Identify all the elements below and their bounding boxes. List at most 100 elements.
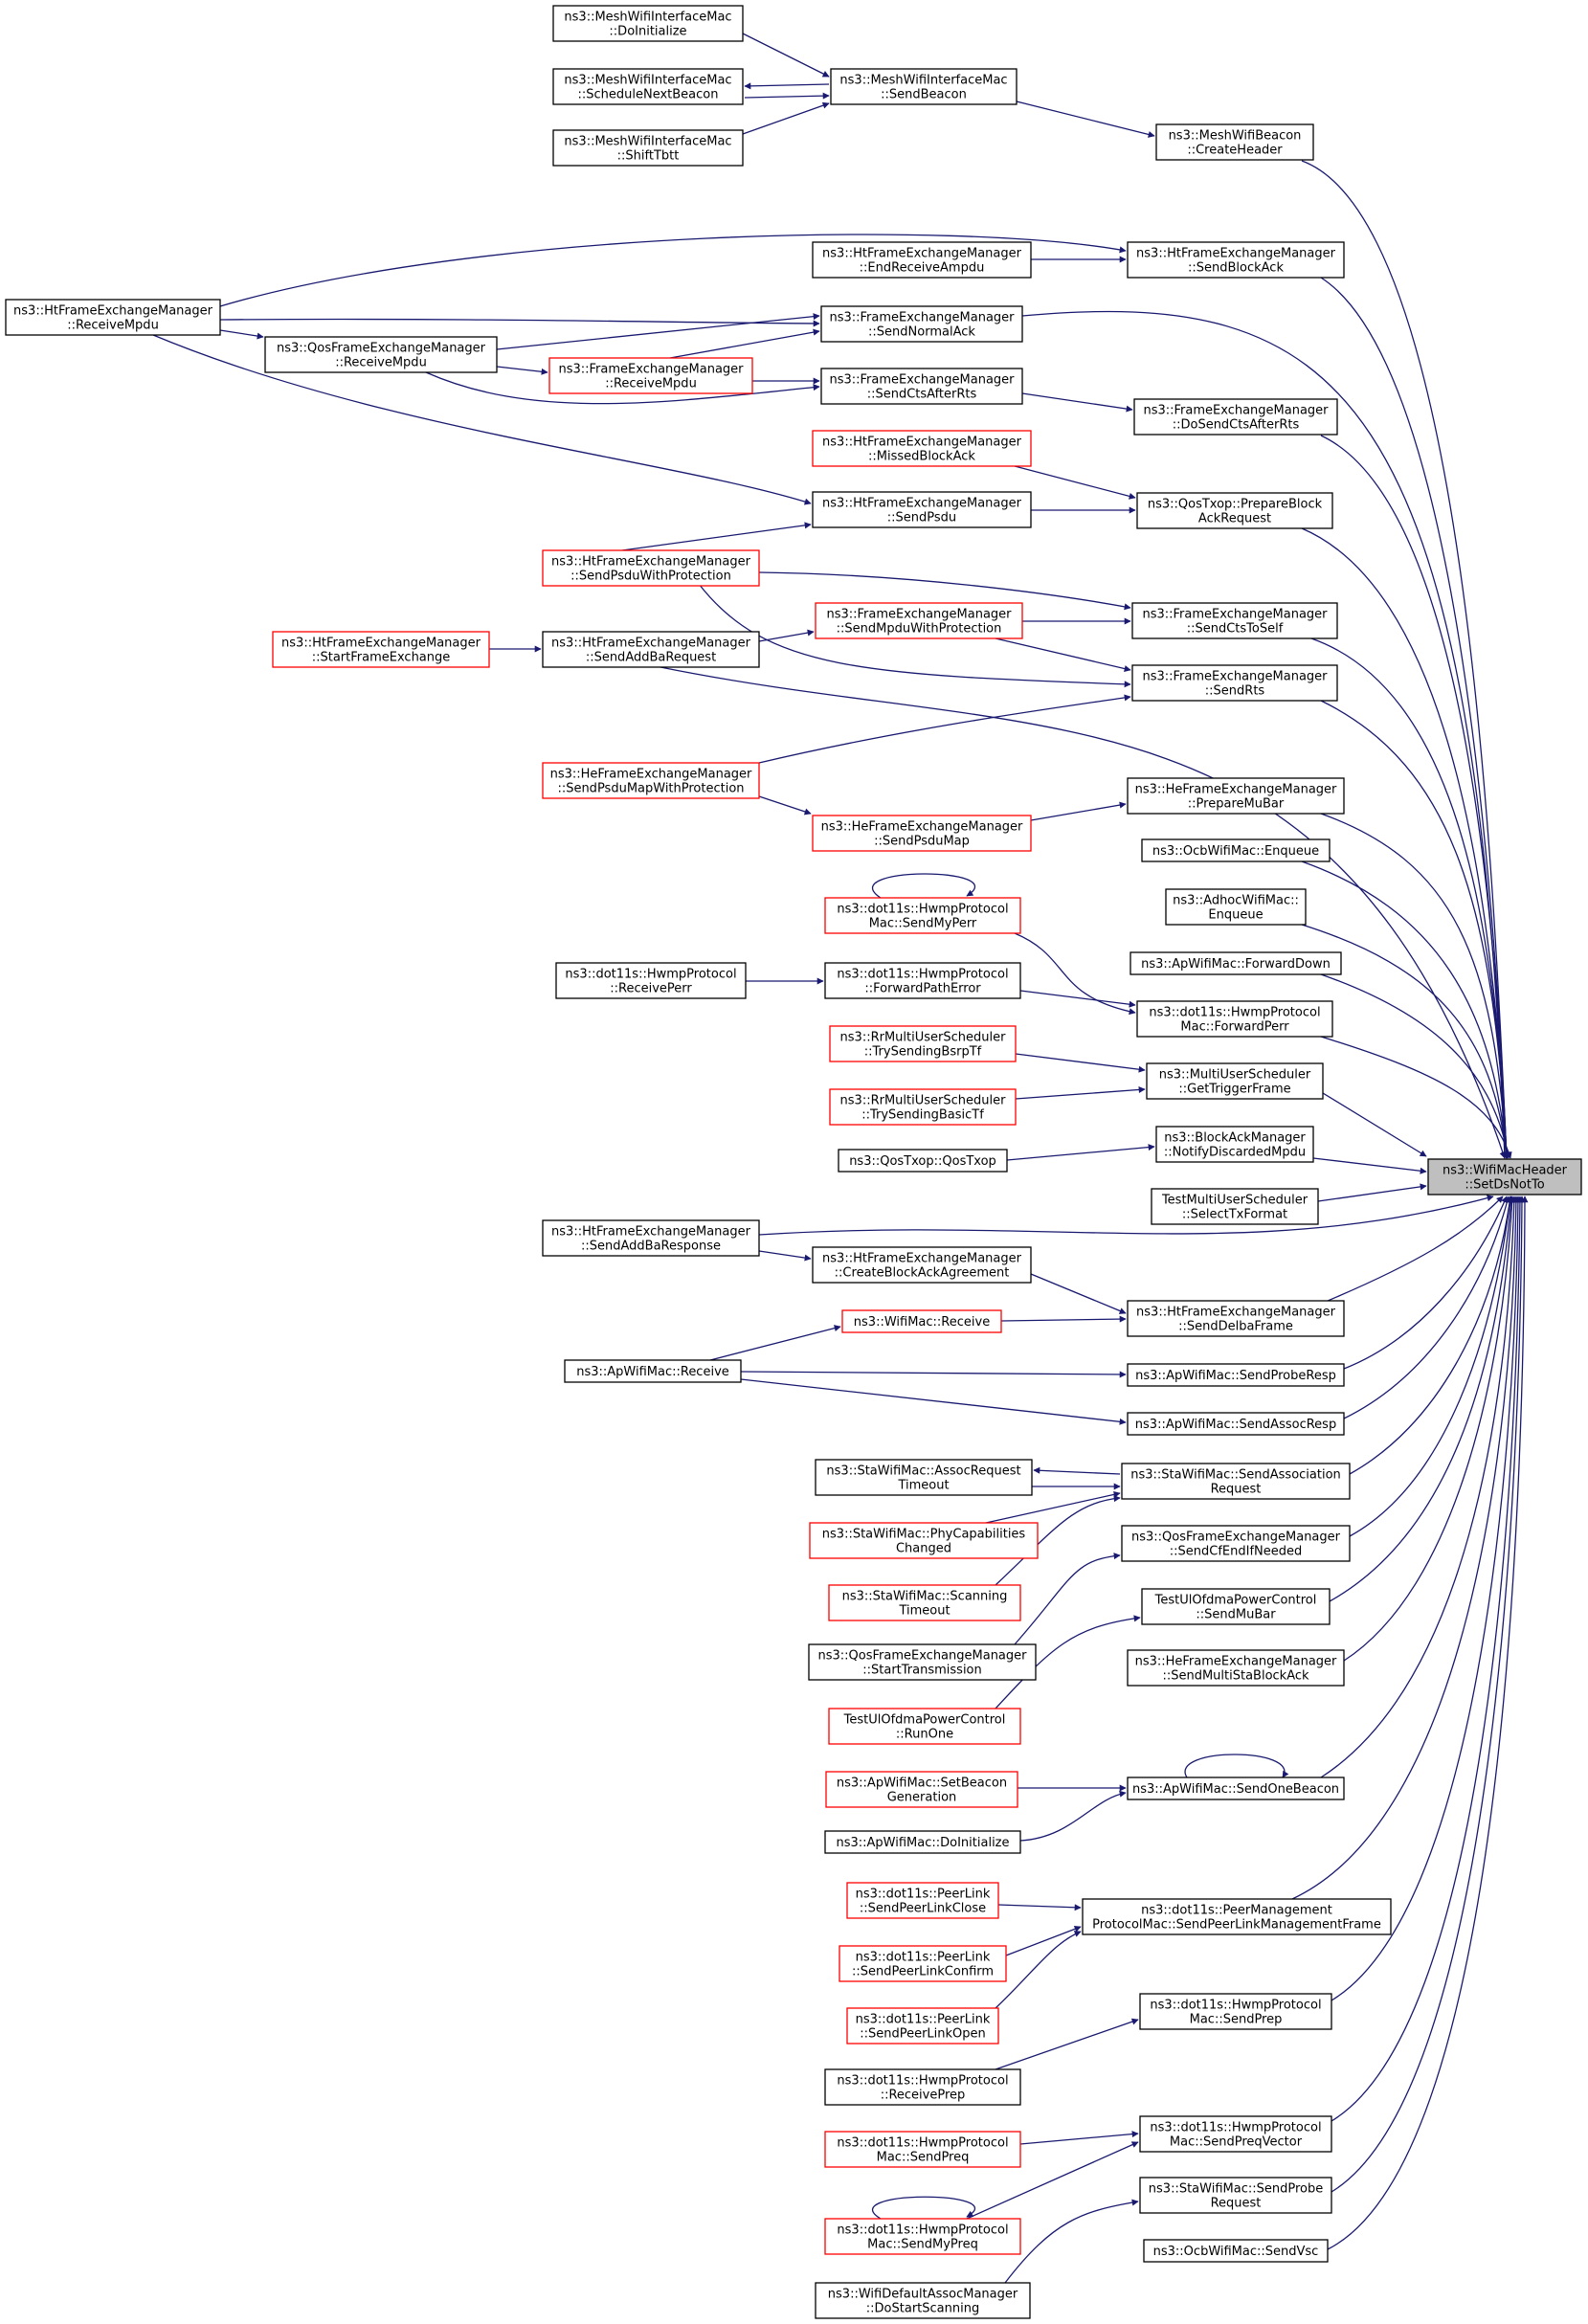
function-node[interactable]: ns3::ApWifiMac::DoInitialize (824, 1830, 1021, 1854)
function-node[interactable]: ns3::dot11s::HwmpProtocol::ReceivePrep (824, 2068, 1021, 2106)
node-label: ns3::HtFrameExchangeManager (551, 555, 751, 570)
edge-line (997, 1904, 1082, 1911)
function-node[interactable]: ns3::MeshWifiBeacon::CreateHeader (1155, 123, 1314, 161)
node-box (841, 1309, 1002, 1333)
node-label: Request (1211, 1483, 1262, 1497)
node-label: Enqueue (1208, 908, 1263, 923)
function-node[interactable]: ns3::dot11s::PeerLink::SendPeerLinkConfi… (839, 1945, 1007, 1982)
function-node[interactable]: ns3::OcbWifiMac::SendVsc (1143, 2239, 1329, 2263)
function-node[interactable]: ns3::HtFrameExchangeManager::StartFrameE… (272, 631, 490, 668)
function-node[interactable]: ns3::RrMultiUserScheduler::TrySendingBsr… (829, 1025, 1017, 1062)
function-node[interactable]: ns3::RrMultiUserScheduler::TrySendingBas… (829, 1088, 1017, 1126)
edge-line (1301, 160, 1510, 1159)
function-node[interactable]: ns3::FrameExchangeManager::SendCtsAfterR… (820, 368, 1023, 405)
function-node[interactable]: ns3::AdhocWifiMac::Enqueue (1165, 888, 1307, 926)
function-node[interactable]: TestUlOfdmaPowerControl::SendMuBar (1141, 1588, 1331, 1625)
function-node[interactable]: ns3::HtFrameExchangeManager::SendAddBaRe… (542, 631, 760, 668)
function-node[interactable]: ns3::OcbWifiMac::Enqueue (1141, 838, 1331, 862)
function-node[interactable]: ns3::ApWifiMac::Receive (564, 1359, 742, 1383)
function-node[interactable]: ns3::dot11s::HwmpProtocol::ForwardPathEr… (824, 962, 1021, 999)
node-box (815, 2282, 1031, 2319)
function-node[interactable]: ns3::HtFrameExchangeManager::SendDelbaFr… (1127, 1300, 1345, 1337)
node-box (809, 1522, 1039, 1559)
edge-line (985, 1490, 1121, 1524)
function-node[interactable]: ns3::MeshWifiInterfaceMac::DoInitialize (552, 5, 744, 42)
function-node[interactable]: ns3::QosTxop::QosTxop (838, 1149, 1008, 1173)
function-node[interactable]: ns3::HtFrameExchangeManager::SendPsduWit… (542, 549, 760, 587)
edge-line (1033, 1466, 1121, 1475)
function-node[interactable]: ns3::FrameExchangeManager::SendMpduWithP… (815, 602, 1023, 639)
node-box (820, 368, 1023, 405)
function-node[interactable]: ns3::ApWifiMac::SendAssocResp (1127, 1412, 1345, 1436)
function-node[interactable]: ns3::MeshWifiInterfaceMac::ShiftTbtt (552, 129, 744, 167)
node-label: ns3::FrameExchangeManager (829, 373, 1015, 388)
node-label: Timeout (898, 1604, 950, 1619)
function-node[interactable]: ns3::HtFrameExchangeManager::EndReceiveA… (812, 241, 1032, 279)
function-node[interactable]: ns3::FrameExchangeManager::DoSendCtsAfte… (1133, 398, 1338, 436)
function-node[interactable]: ns3::MultiUserScheduler::GetTriggerFrame (1146, 1062, 1324, 1100)
target-node[interactable]: ns3::WifiMacHeader::SetDsNotTo (1427, 1158, 1582, 1196)
function-node[interactable]: ns3::HtFrameExchangeManager::CreateBlock… (812, 1246, 1032, 1284)
function-node[interactable]: ns3::dot11s::HwmpProtocolMac::SendPreqVe… (1139, 2115, 1332, 2153)
edge-line (758, 629, 815, 642)
function-node[interactable]: ns3::FrameExchangeManager::ReceiveMpdu (548, 357, 753, 394)
function-node[interactable]: ns3::dot11s::PeerLink::SendPeerLinkClose (846, 1882, 999, 1919)
function-node[interactable]: ns3::ApWifiMac::ForwardDown (1129, 951, 1342, 975)
function-node[interactable]: ns3::WifiDefaultAssocManager::DoStartSca… (815, 2282, 1031, 2319)
function-node[interactable]: ns3::BlockAckManager::NotifyDiscardedMpd… (1155, 1126, 1314, 1163)
function-node[interactable]: ns3::HeFrameExchangeManager::SendMultiSt… (1127, 1649, 1345, 1687)
node-box (1143, 2239, 1329, 2263)
node-label: ns3::QosTxop::QosTxop (849, 1154, 996, 1169)
function-node[interactable]: ns3::dot11s::HwmpProtocolMac::ForwardPer… (1136, 1000, 1333, 1038)
function-node[interactable]: ns3::dot11s::PeerLink::SendPeerLinkOpen (846, 2007, 999, 2045)
function-node[interactable]: ns3::HtFrameExchangeManager::SendAddBaRe… (542, 1219, 760, 1257)
node-label: ::SendPeerLinkConfirm (852, 1965, 994, 1979)
edge-n26-to-n38 (1301, 860, 1510, 1159)
function-node[interactable]: ns3::HtFrameExchangeManager::SendPsdu (812, 491, 1032, 528)
node-label: ns3::ApWifiMac::ForwardDown (1141, 957, 1331, 972)
function-node[interactable]: ns3::FrameExchangeManager::SendNormalAck (820, 305, 1023, 343)
node-label: ns3::QosFrameExchangeManager (277, 342, 486, 356)
function-node[interactable]: ns3::MeshWifiInterfaceMac::SendBeacon (830, 68, 1018, 105)
node-label: Timeout (897, 1479, 949, 1493)
function-node[interactable]: ns3::HeFrameExchangeManager::PrepareMuBa… (1127, 777, 1345, 815)
function-node[interactable]: TestMultiUserScheduler::SelectTxFormat (1151, 1188, 1319, 1225)
edge-n32-to-n38 (1320, 1036, 1512, 1159)
function-node[interactable]: ns3::ApWifiMac::SendProbeResp (1127, 1363, 1345, 1387)
function-node[interactable]: ns3::FrameExchangeManager::SendCtsToSelf (1131, 602, 1338, 639)
edge-line (1331, 1196, 1522, 2001)
function-node[interactable]: ns3::dot11s::PeerManagementProtocolMac::… (1082, 1898, 1392, 1935)
edge-line (1320, 435, 1510, 1159)
function-node[interactable]: ns3::QosFrameExchangeManager::SendCfEndI… (1121, 1525, 1351, 1562)
edge-n8-to-n9 (219, 318, 820, 327)
function-node[interactable]: ns3::QosFrameExchangeManager::StartTrans… (808, 1643, 1037, 1681)
node-label: ::SendCtsToSelf (1187, 622, 1284, 637)
edge-line (1021, 392, 1133, 413)
edge-line (1016, 101, 1155, 138)
function-node[interactable]: ns3::MeshWifiInterfaceMac::ScheduleNextB… (552, 68, 744, 105)
function-node[interactable]: ns3::dot11s::HwmpProtocol::ReceivePerr (555, 962, 747, 999)
function-node[interactable]: ns3::HtFrameExchangeManager::ReceiveMpdu (5, 299, 221, 336)
function-node[interactable]: ns3::HtFrameExchangeManager::SendBlockAc… (1127, 241, 1345, 279)
function-node[interactable]: ns3::HeFrameExchangeManager::SendPsduMap (812, 815, 1032, 852)
function-node[interactable]: TestUlOfdmaPowerControl::RunOne (828, 1708, 1021, 1745)
function-node[interactable]: ns3::HeFrameExchangeManager::SendPsduMap… (542, 762, 760, 799)
function-node[interactable]: ns3::HtFrameExchangeManager::MissedBlock… (812, 430, 1032, 467)
node-label: ::SendBeacon (881, 88, 967, 102)
function-node[interactable]: ns3::ApWifiMac::SendOneBeacon (1127, 1777, 1345, 1800)
edge-n48-to-n47 (1033, 1466, 1121, 1475)
function-node[interactable]: ns3::WifiMac::Receive (841, 1309, 1002, 1333)
function-node[interactable]: ns3::QosFrameExchangeManager::ReceiveMpd… (264, 336, 498, 373)
function-node[interactable]: ns3::FrameExchangeManager::SendRts (1131, 664, 1338, 702)
